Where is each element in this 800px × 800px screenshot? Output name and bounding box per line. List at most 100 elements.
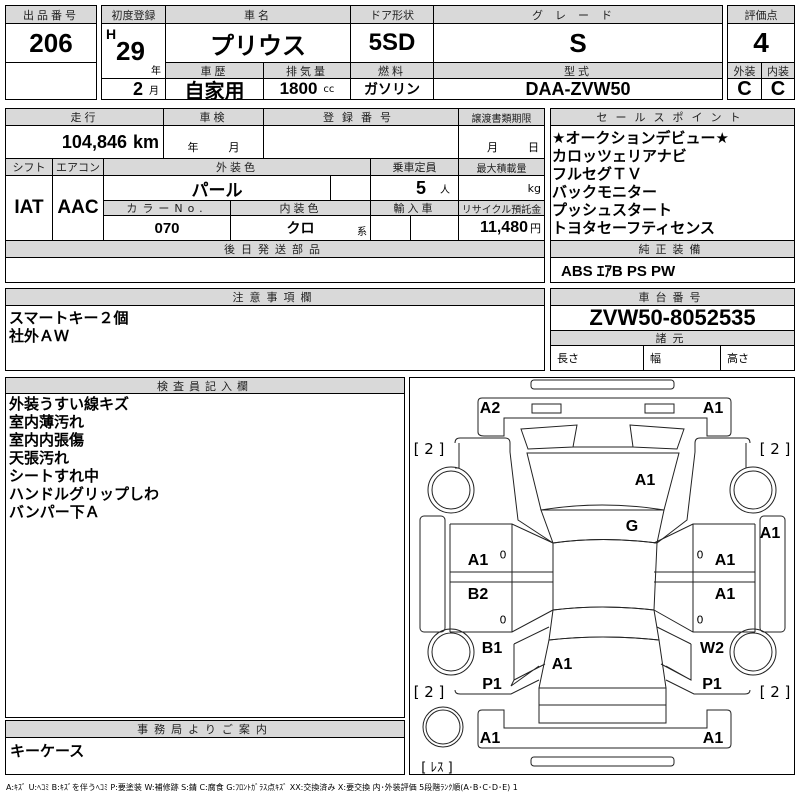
month-unit: 月 (149, 85, 159, 97)
interior-label: 内装 (761, 62, 795, 79)
capacity-unit: 人 (440, 184, 450, 196)
capacity-label: 乗車定員 (370, 158, 459, 176)
year-unit: 年 (151, 66, 161, 77)
spare-tire (422, 706, 464, 748)
transfer-cell: 月日 (458, 125, 545, 159)
equipment: ABS ｴｱB PS PW (550, 257, 795, 283)
color-extra (330, 175, 371, 201)
left-sill (419, 515, 446, 633)
load-label: 最大積載量 (458, 158, 545, 176)
chassis-number: ZVW50-8052535 (550, 305, 795, 331)
width: 幅 (643, 345, 721, 371)
capacity: 5 (415, 177, 426, 198)
equipment-label: 純正装備 (550, 240, 795, 258)
colorno-label: カラーNo. (103, 200, 231, 216)
sales-point: トヨタセーフティセンス (552, 219, 715, 237)
air-conditioner: AAC (52, 175, 104, 241)
wheel-rl (431, 632, 471, 672)
inspector-line: ハンドルグリップしわ (9, 485, 160, 503)
rear-panel (538, 687, 667, 724)
ac-label: エアコン (52, 158, 104, 176)
lot-blank (5, 62, 97, 100)
exterior-color: パール (103, 175, 331, 201)
sales-points-label: セールスポイント (550, 108, 795, 126)
displacement-unit: cc (323, 83, 335, 95)
day-unit: 日 (528, 141, 539, 154)
inspection-cell: 年月 (163, 125, 264, 159)
exterior-grade: C (727, 78, 762, 100)
car-name: プリウス (165, 23, 351, 63)
damage-lr-fender: B1 (481, 640, 503, 657)
inspector-line: シートすれ中 (9, 467, 100, 485)
note-line: 社外ＡＷ (9, 327, 70, 345)
recycle-unit: 円 (530, 222, 541, 235)
first-reg-year-cell: H 29 年 (101, 23, 166, 79)
office-text: キーケース (5, 737, 405, 775)
inspector-line: 室内内張傷 (9, 431, 85, 449)
year: 29 (116, 36, 145, 66)
month-unit: 月 (228, 141, 240, 154)
damage-diagram (409, 377, 795, 775)
door-label: ドア形状 (350, 5, 434, 24)
inspector-label: 検査員記入欄 (5, 377, 405, 394)
import-a (370, 215, 411, 241)
regno-value (263, 125, 459, 159)
spare-wheel (425, 709, 461, 745)
legend: A:ｷｽﾞ U:ﾍｺﾐ B:ｷｽﾞを伴うﾍｺﾐ P:要塗装 W:補修跡 S:錆 … (6, 783, 518, 792)
sales-point: ★オークションデビュー★ (552, 129, 729, 147)
score-label: 評価点 (727, 5, 795, 24)
damage-rear-left: A1 (479, 730, 501, 747)
model-code: DAA-ZVW50 (433, 78, 723, 100)
right-sill (759, 515, 786, 633)
interior-color-unit: 系 (357, 227, 367, 238)
handle-mark: 0 (696, 548, 704, 562)
rear-bar (530, 756, 675, 767)
recycle-label: リサイクル預託金 (458, 200, 545, 216)
month-unit: 月 (487, 141, 498, 154)
tire-fr (729, 466, 777, 514)
inspector-line: 天張汚れ (9, 449, 70, 467)
damage-right-sill: A1 (759, 525, 781, 542)
sales-point: カロッツェリアナビ (552, 147, 687, 165)
color-label: 外装色 (103, 158, 371, 176)
height: 高さ (720, 345, 795, 371)
tire-depth-rr: [ 2 ] (759, 683, 791, 701)
mileage: 104,846 (61, 131, 127, 152)
left-doors (449, 523, 554, 633)
later-parts-value (5, 257, 545, 283)
sales-points-list: ★オークションデビュー★ カロッツェリアナビ フルセグＴＶ バックモニター プッ… (552, 129, 729, 237)
notes-box (5, 305, 545, 371)
interior-color: クロ (286, 220, 315, 236)
shift-label: シフト (5, 158, 53, 176)
car-name-label: 車名 (165, 5, 351, 24)
damage-trunk: A1 (551, 656, 573, 673)
import-b (410, 215, 459, 241)
spare-status: [ ﾚｽ ] (421, 760, 453, 776)
later-parts-label: 後日発送部品 (5, 240, 545, 258)
fuel-label: 燃料 (350, 62, 434, 79)
interior-color-label: 内装色 (230, 200, 371, 216)
right-front-fender (656, 437, 751, 544)
regno-label: 登録番号 (263, 108, 459, 126)
rear-glass (548, 606, 660, 641)
tire-rr (729, 628, 777, 676)
grade-label: グレード (433, 5, 723, 24)
note-line: スマートキー２個 (9, 309, 129, 327)
front-bar (530, 379, 675, 390)
grille (520, 424, 685, 450)
damage-front-left: A2 (479, 400, 501, 417)
first-reg-label: 初度登録 (101, 5, 166, 24)
interior-grade: C (761, 78, 795, 100)
mileage-label: 走行 (5, 108, 164, 126)
headlight-right (644, 403, 675, 414)
grade: S (433, 23, 723, 63)
sales-point: フルセグＴＶ (552, 165, 643, 183)
car-outline (419, 379, 786, 767)
spec-label: 諸元 (550, 330, 795, 346)
lot-number-label: 出品番号 (5, 5, 97, 24)
rear-bumper (477, 709, 732, 749)
office-label: 事務局よりご案内 (5, 720, 405, 738)
fuel: ガソリン (350, 78, 434, 100)
